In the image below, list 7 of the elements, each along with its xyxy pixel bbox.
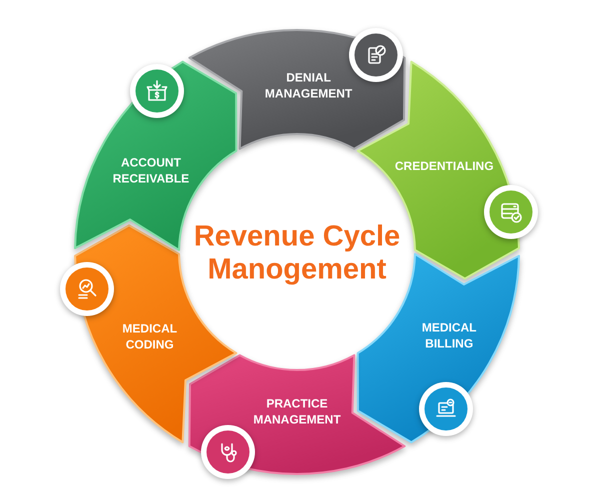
segment-label: PRACTICE MANAGEMENT [252, 396, 342, 428]
segment-label: DENIAL MANAGEMENT [264, 70, 354, 102]
segment-label: ACCOUNT RECEIVABLE [112, 155, 190, 187]
segment-label: CREDENTIALING [394, 159, 495, 175]
diagram-title: Revenue Cycle Manogement [192, 220, 402, 288]
segment-label: MEDICAL BILLING [420, 320, 478, 352]
segment-label: MEDICAL CODING [121, 321, 178, 353]
